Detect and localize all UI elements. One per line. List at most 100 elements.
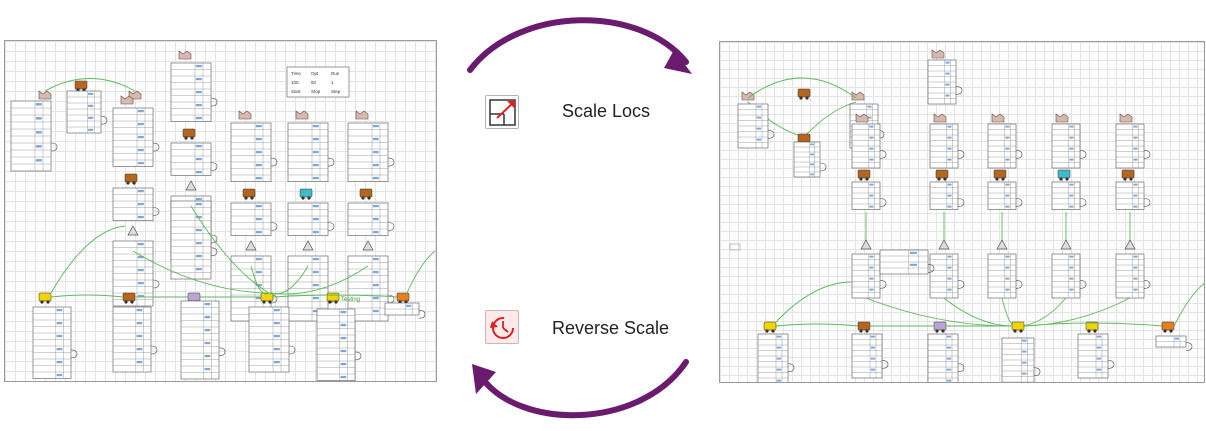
wheel-icon [805,96,809,100]
node-table-tab [1015,198,1023,207]
wheel-icon [765,329,769,333]
node-table-value [372,124,379,128]
connector-line [775,323,859,327]
node-table-tab [955,86,963,95]
node-table-value [35,117,42,120]
resource-icon [359,188,373,198]
node-table-value [1005,147,1010,150]
node-table-value [195,144,202,148]
node-table-value [340,362,347,366]
node-table-value [312,217,319,221]
node-table-tab [957,198,965,207]
node-table-tab [387,222,395,231]
wheel-icon [1013,329,1017,333]
scaled-layout-canvas[interactable] [719,41,1205,383]
node-table-value [136,360,143,364]
connector-line [50,294,124,298]
wheel-icon [1129,177,1133,181]
resource-icon [242,188,256,198]
connector-line [747,77,857,99]
node-table-value [195,215,202,219]
resource-icon [857,169,871,179]
wheel-icon [1019,329,1023,333]
node-table-tab [150,345,158,355]
node-table-value [1005,183,1010,186]
wheel-icon [995,177,999,181]
wheel-icon [1163,329,1167,333]
node-table-value [947,136,952,139]
node-table-value [56,347,63,351]
node-table-value [776,357,782,360]
node-table-value [1133,125,1138,128]
wheel-icon [268,300,272,304]
resource-icon [1057,169,1071,179]
node-table-value [204,302,211,306]
node-table-value [869,266,874,269]
node-table-value [255,270,262,274]
node-table-tab [210,247,218,257]
factory-icon [931,49,945,59]
wheel-icon [132,181,136,185]
triangle-node-icon [1060,239,1072,250]
node-table-value [1133,147,1138,150]
node-table-value [312,137,319,141]
node-table-value [946,368,952,371]
node-table-tab [819,162,827,172]
triangle-node-icon [996,239,1008,250]
node-table-value [945,83,950,86]
node-table-value [945,61,950,64]
node-table-value [1021,339,1027,342]
node-table-value [56,321,63,325]
node-table-tab [100,115,108,125]
node-table-tab [270,222,278,231]
node-table-value [776,379,782,382]
factory-icon [38,90,52,100]
node-table-tab [418,309,426,319]
node-table-value [1021,350,1027,353]
scale-locs-button[interactable] [485,95,519,129]
triangle-node-icon [302,240,314,251]
node-table-value [1133,255,1138,258]
resource-icon [182,128,196,138]
node-table-value [255,296,262,300]
legend-cell: Time [291,71,301,76]
node-table-value [312,309,319,313]
reverse-scale-button[interactable] [485,310,519,344]
node-table-value [137,161,144,165]
node-table-value [372,283,379,287]
node-table-value [909,263,917,266]
node-table-value [204,367,211,371]
node-table-tab [879,198,887,207]
node-table-value [195,64,202,68]
resource-icon [1121,169,1135,179]
node-table-value [1133,194,1138,197]
resource-icon [38,292,52,302]
triangle-node-icon [245,240,257,251]
node-table-tab [1033,367,1041,376]
wheel-icon [361,196,365,200]
node-table-value [372,257,379,261]
node-table-value [1069,266,1074,269]
node-table-value [1005,288,1010,291]
node-table-value [1133,158,1138,161]
node-table [32,306,72,379]
node-table-value [870,335,876,338]
node-table-value [1133,205,1138,208]
node-table-value [810,173,815,176]
node-table-value [1005,205,1010,208]
connector-line [803,101,857,138]
node-table-value [1069,183,1074,186]
node-table-value [1096,335,1102,338]
node-table-value [35,103,42,106]
factory-icon [295,110,309,120]
node-table-value [946,335,952,338]
node-table-value [372,204,379,208]
node-table-value [255,230,262,234]
node-table-value [255,150,262,154]
connector-line [190,205,270,294]
node-table-value [946,346,952,349]
node-table-value [1174,337,1180,340]
node-table-value [255,176,262,180]
triangle-node-icon [860,239,872,250]
